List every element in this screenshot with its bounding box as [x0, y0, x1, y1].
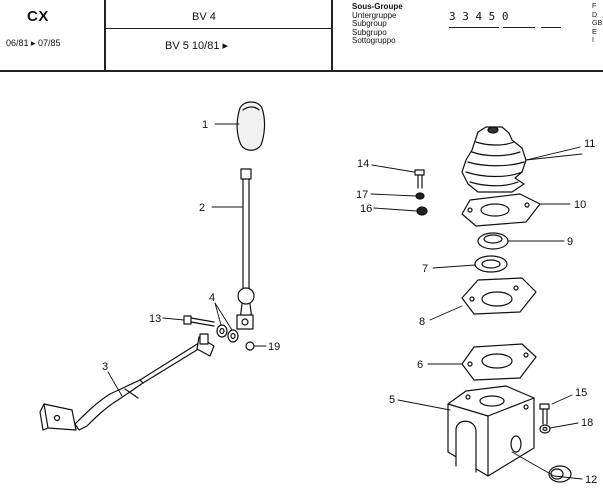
callout-leaders — [107, 123, 583, 480]
callout-3: 3 — [102, 361, 108, 373]
exploded-parts-diagram: 1 2 3 4 5 6 7 8 9 10 11 12 13 14 15 16 1… — [39, 101, 597, 486]
callout-5: 5 — [389, 394, 395, 406]
bearing-bush — [477, 232, 509, 250]
gear-lever — [236, 168, 255, 330]
language-codes: F D GB E I — [592, 3, 602, 46]
language-code-i: I — [592, 37, 594, 45]
grommet — [548, 465, 572, 483]
subgroup-label-es: Subgrupo — [352, 27, 387, 37]
model-name: CX — [27, 8, 49, 25]
language-code-d: D — [592, 11, 598, 19]
subgroup-label-fr: Sous-Groupe — [352, 2, 403, 11]
subgroup-label-en: Subgroup — [352, 19, 387, 29]
callout-7: 7 — [422, 263, 428, 275]
callout-14: 14 — [357, 158, 369, 170]
subgroup-label-de: Untergruppe — [352, 10, 397, 20]
callout-17: 17 — [356, 189, 368, 201]
callout-11: 11 — [584, 138, 595, 150]
callout-12: 12 — [585, 474, 597, 486]
gearbox-line-1: BV 4 — [192, 11, 216, 23]
callout-13: 13 — [149, 313, 161, 325]
callout-2: 2 — [199, 202, 205, 214]
subgroup-code: 33450 — [449, 10, 516, 23]
plate-nut — [416, 206, 428, 216]
selector-rod — [39, 333, 215, 431]
callout-19: 19 — [268, 341, 280, 353]
callout-4: 4 — [209, 292, 215, 304]
callout-6: 6 — [417, 359, 423, 371]
header-bottom-rule — [0, 70, 603, 72]
callout-1: 1 — [202, 119, 208, 131]
lever-housing — [447, 385, 535, 477]
housing-bolt — [539, 403, 550, 425]
subgroup-code-underline-1 — [449, 27, 499, 28]
callout-16: 16 — [360, 203, 372, 215]
gasket — [461, 343, 537, 381]
pivot-nut — [245, 341, 255, 351]
housing-nut — [539, 424, 551, 434]
callout-15: 15 — [575, 387, 587, 399]
parts-sheet-header: CX 06/81 ▸ 07/85 BV 4 BV 5 10/81 ▸ Sous-… — [0, 0, 603, 72]
guide-plate — [461, 277, 537, 315]
gear-knob — [236, 101, 266, 151]
language-code-gb: GB — [592, 20, 603, 28]
washer — [474, 255, 508, 273]
retaining-plate — [461, 193, 541, 227]
spring-washer — [415, 192, 425, 200]
language-code-f: F — [592, 3, 597, 10]
callout-8: 8 — [419, 316, 425, 328]
gearbox-line-2: BV 5 10/81 ▸ — [165, 40, 229, 52]
header-gearbox-rule — [104, 28, 332, 29]
lever-bushes — [216, 324, 239, 343]
plate-screw — [414, 169, 425, 189]
subgroup-labels: Sous-Groupe Untergruppe Subgroup Subgrup… — [352, 2, 403, 46]
callout-18: 18 — [581, 417, 593, 429]
rubber-gaiter — [461, 126, 527, 193]
pivot-bolt — [183, 315, 215, 327]
callout-9: 9 — [567, 236, 573, 248]
subgroup-code-underline-2 — [503, 27, 535, 28]
date-range: 06/81 ▸ 07/85 — [6, 38, 61, 48]
language-code-e: E — [592, 28, 597, 36]
subgroup-label-it: Sottogruppo — [352, 36, 396, 46]
subgroup-code-underline-3 — [541, 27, 561, 28]
callout-10: 10 — [574, 199, 586, 211]
header-divider-right — [331, 0, 333, 71]
header-divider-left — [104, 0, 106, 71]
